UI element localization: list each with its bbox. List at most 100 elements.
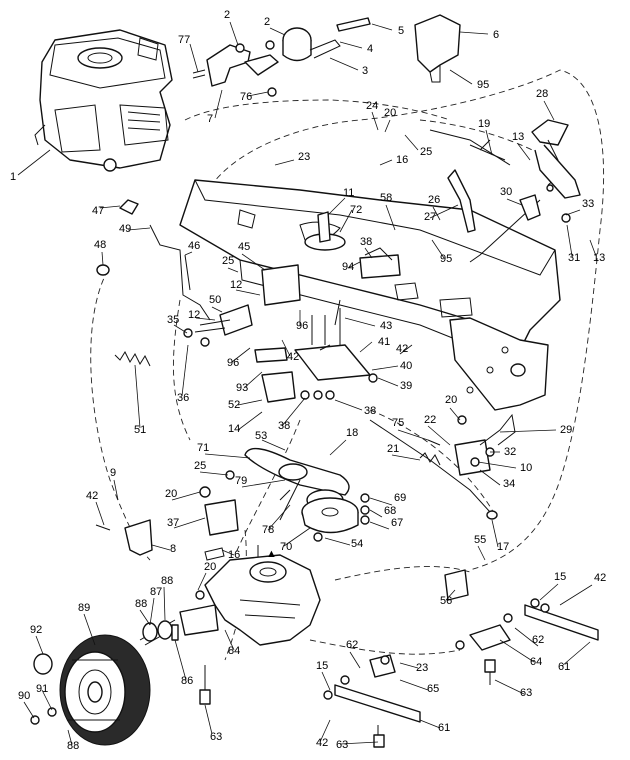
leader-line [566,224,573,257]
leader-line [506,198,523,206]
callout-4: 4 [367,43,373,55]
leader-line [211,306,223,313]
callout-13b: 13 [593,252,605,264]
leader-line [371,23,393,31]
callout-28: 28 [536,88,548,100]
callout-67: 67 [391,517,403,529]
callout-91: 91 [36,683,48,695]
callout-87: 87 [150,586,162,598]
callout-8: 8 [170,543,176,555]
leader-line [83,613,96,646]
leader-line [269,27,286,36]
callout-22: 22 [424,414,436,426]
leader-line [241,479,286,488]
callout-51: 51 [134,424,146,436]
leader-line [221,549,235,556]
leader-line [195,317,216,321]
callout-71: 71 [197,442,209,454]
leader-line [499,639,535,663]
callout-96a: 96 [296,320,308,332]
callout-88b: 88 [135,598,147,610]
callout-11: 11 [343,187,354,199]
callout-16a: 16 [396,154,408,166]
leader-line [199,471,229,476]
leader-line [445,589,456,601]
leader-line [384,119,391,133]
leader-line [477,461,517,469]
callout-42a: 42 [287,351,299,363]
callout-92: 92 [30,624,42,636]
leader-line [204,704,213,735]
leader-line [404,134,419,151]
callout-19: 19 [478,118,490,130]
callout-47: 47 [92,205,104,217]
leader-line [329,57,359,71]
callout-20d: 20 [204,561,216,573]
leader-line [399,344,413,355]
callout-63a: 63 [210,731,222,743]
left-brackets [95,470,259,561]
leader-line [344,317,376,327]
control-levers [429,119,581,263]
leader-line [543,100,555,121]
leader-line [539,583,559,601]
leader-line [485,129,493,156]
leader-line [369,521,390,530]
callout-17: 17 [497,541,509,553]
callout-78: 78 [262,524,274,536]
callout-61b: 61 [438,722,450,734]
leader-line [281,339,291,357]
callout-35: 35 [167,314,179,326]
callout-38a: 38 [360,236,372,248]
callout-34: 34 [503,478,515,490]
callout-42c: 42 [86,490,98,502]
leader-line [491,519,499,548]
leader-line [243,371,263,389]
leader-line [397,429,429,441]
leader-line [427,425,451,446]
callout-76: 76 [240,91,252,103]
callout-50: 50 [209,294,221,306]
callout-45: 45 [238,241,250,253]
leader-line [189,43,199,73]
callout-42d: 42 [594,572,606,584]
leader-line [149,597,155,626]
callout-77: 77 [178,34,190,46]
leader-line [449,407,461,421]
leader-line [559,584,593,606]
leader-line [494,679,525,695]
leader-line [67,729,73,746]
leader-line [127,227,151,231]
leader-line [35,635,44,655]
leader-line [369,497,393,506]
callout-27: 27 [424,211,436,223]
callout-labels: 1 2 2 3 4 5 6 77 76 7 95 24 20 25 28 19 … [10,9,606,752]
leader-line [173,324,188,334]
callout-25c: 25 [194,460,206,472]
center-mechanism [254,211,401,403]
muffler-assembly [192,14,461,97]
callout-24: 24 [366,100,378,112]
drive-belt-pulleys [244,419,491,542]
callout-64: 64 [530,656,542,668]
callout-63b: 63 [520,687,532,699]
rear-wheel [30,620,179,746]
callout-20b: 20 [445,394,457,406]
leader-line [514,627,539,647]
leader-line [283,527,311,547]
leader-line [151,544,171,551]
leader-line [321,671,331,691]
callout-leaders [17,21,597,746]
leader-line [385,204,396,231]
leader-line [174,639,187,681]
callout-7: 7 [207,113,213,125]
leader-line [237,411,263,431]
leader-line [565,209,581,216]
callout-2a: 2 [224,9,230,21]
leader-line [235,289,261,296]
callout-42b: 42 [396,343,408,355]
callout-42e: 42 [316,737,328,749]
callout-93: 93 [236,382,248,394]
callout-16b: 16 [228,549,240,561]
callout-26: 26 [428,194,440,206]
